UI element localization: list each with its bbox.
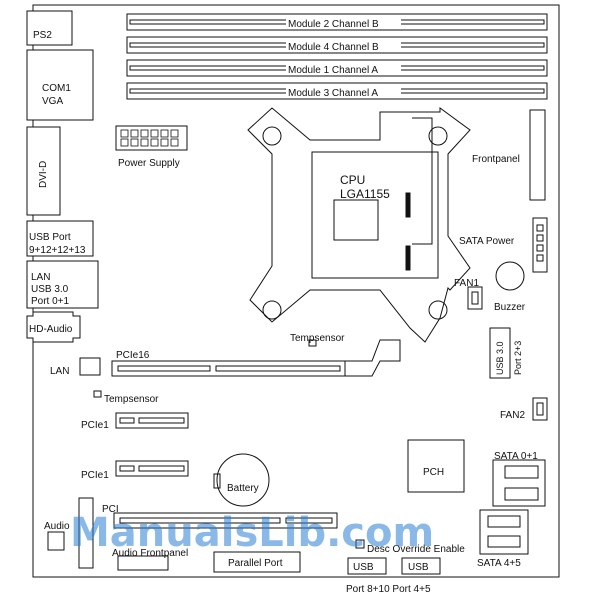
tempsensor-top-label: Tempsensor <box>290 333 345 344</box>
fan2-label: FAN2 <box>500 410 525 421</box>
usb-port-nums-label: 9+12+12+13 <box>29 245 86 256</box>
lan-label: LAN <box>31 272 50 283</box>
usb30-right-label: USB 3.0 <box>495 341 505 375</box>
watermark-logo: ManualsLib.com <box>70 510 434 556</box>
usb30-header-right <box>489 327 511 379</box>
pch-chip <box>407 439 465 493</box>
pci-label: PCI <box>102 504 119 515</box>
module2-label: Module 2 Channel B <box>288 19 379 30</box>
hd-audio-connector <box>26 311 81 343</box>
sata45-label: SATA 4+5 <box>477 558 521 569</box>
usb-a-label: USB <box>353 562 374 573</box>
pcie1-slot-a-key <box>138 417 185 424</box>
usb-header-b <box>401 557 441 575</box>
ps2-connector <box>26 10 73 46</box>
audio-riser <box>78 497 94 569</box>
vga-label: VGA <box>42 96 63 107</box>
fan1-pins <box>471 291 479 305</box>
lan-chip <box>79 357 101 376</box>
socket-key <box>405 192 411 218</box>
dvid-connector <box>26 126 61 216</box>
com1-vga-connector <box>26 49 94 121</box>
fan2-pins <box>536 402 544 416</box>
com1-label: COM1 <box>42 83 71 94</box>
lga-label: LGA1155 <box>340 187 390 201</box>
power-supply-label: Power Supply <box>118 158 180 169</box>
mount-hole-icon <box>262 300 282 320</box>
tempsensor-chip <box>308 339 317 347</box>
ps2-label: PS2 <box>33 30 52 41</box>
dvid-label: DVI-D <box>38 161 49 188</box>
mount-hole-icon <box>262 126 282 146</box>
sata01-label: SATA 0+1 <box>494 451 538 462</box>
usb30-label: USB 3.0 <box>31 284 69 295</box>
mount-hole-icon <box>428 300 448 320</box>
pch-label: PCH <box>423 467 444 478</box>
audio-header <box>47 531 65 551</box>
pcie1-a-label: PCIe1 <box>81 420 109 431</box>
battery-clip <box>213 473 221 489</box>
tempsensor-left-label: Tempsensor <box>104 394 159 405</box>
audio-frontpanel-label: Audio Frontpanel <box>112 548 188 559</box>
sata01-connectors <box>492 459 546 507</box>
port01-label: Port 0+1 <box>31 296 70 307</box>
battery-icon <box>216 453 270 507</box>
socket-lever <box>412 117 433 245</box>
audio-frontpanel-header <box>117 555 169 571</box>
port-bottom-label: Port 8+10 Port 4+5 <box>346 584 431 595</box>
usb-port-label: USB Port <box>29 232 71 243</box>
fan1-label: FAN1 <box>454 278 479 289</box>
pcie1-slot-a <box>115 412 189 429</box>
desc-override-label: Desc Override Enable <box>367 544 465 555</box>
module3-label: Module 3 Channel A <box>288 88 378 99</box>
cpu-socket <box>311 151 439 279</box>
pcie16-slot <box>111 339 401 377</box>
battery-label: Battery <box>227 483 259 494</box>
port23-label: Port 2+3 <box>513 341 523 375</box>
usb-port-connector <box>26 220 94 257</box>
sata45-connectors <box>479 509 529 555</box>
usb-b-label: USB <box>408 562 429 573</box>
module4-label: Module 4 Channel B <box>288 42 379 53</box>
cpu-label: CPU <box>340 173 365 187</box>
cpu-die <box>333 199 379 241</box>
mount-hole-icon <box>428 126 448 146</box>
buzzer-label: Buzzer <box>494 302 526 313</box>
lan-chip-label: LAN <box>50 366 69 377</box>
power-supply-connector <box>115 125 188 151</box>
parallel-port-header <box>213 551 301 573</box>
sata-power-connector <box>532 217 548 273</box>
pcie1-slot-b-key <box>138 465 185 472</box>
socket-key <box>405 245 411 271</box>
tempsensor-chip-left <box>93 390 102 398</box>
pci-slot <box>113 512 338 529</box>
frontpanel-header <box>529 109 546 201</box>
frontpanel-label: Frontpanel <box>472 154 520 165</box>
fan2-header <box>532 397 548 421</box>
module1-label: Module 1 Channel A <box>288 65 378 76</box>
pcie1-b-label: PCIe1 <box>81 470 109 481</box>
usb-header-a <box>347 557 387 575</box>
sata-power-label: SATA Power <box>459 236 515 247</box>
pcie1-slot-a-key <box>119 417 135 424</box>
desc-override-jumper <box>355 539 365 549</box>
pcie16-label: PCIe16 <box>116 350 150 361</box>
parallel-port-label: Parallel Port <box>228 558 283 569</box>
audio-label: Audio <box>44 521 70 532</box>
hd-audio-label: HD-Audio <box>29 324 73 335</box>
fan1-header <box>467 286 483 310</box>
buzzer-icon <box>495 261 525 291</box>
pcie1-slot-b <box>115 460 189 477</box>
lan-usb30-connector <box>26 260 99 309</box>
pcie1-slot-b-key <box>119 465 135 472</box>
